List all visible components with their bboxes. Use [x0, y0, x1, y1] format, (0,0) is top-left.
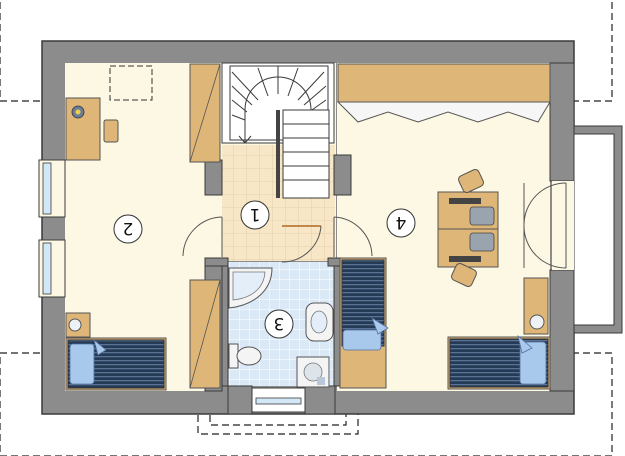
room-number-2: 2: [123, 218, 134, 238]
left-windows: [38, 159, 66, 298]
room-4-furniture: [336, 63, 551, 390]
doors: [182, 216, 373, 263]
bathroom-window: [251, 387, 306, 413]
bathroom-fixtures: [228, 267, 334, 388]
staircase: [221, 62, 335, 199]
room-label-3: 3: [264, 309, 294, 339]
room-label-4: 4: [386, 208, 416, 238]
room-label-2: 2: [113, 214, 143, 244]
room-2-furniture: [65, 63, 221, 391]
room-number-3: 3: [274, 313, 285, 333]
room-label-1: 1: [240, 200, 270, 230]
room-number-1: 1: [250, 204, 261, 224]
room-number-4: 4: [396, 212, 407, 232]
balcony: [523, 125, 623, 334]
